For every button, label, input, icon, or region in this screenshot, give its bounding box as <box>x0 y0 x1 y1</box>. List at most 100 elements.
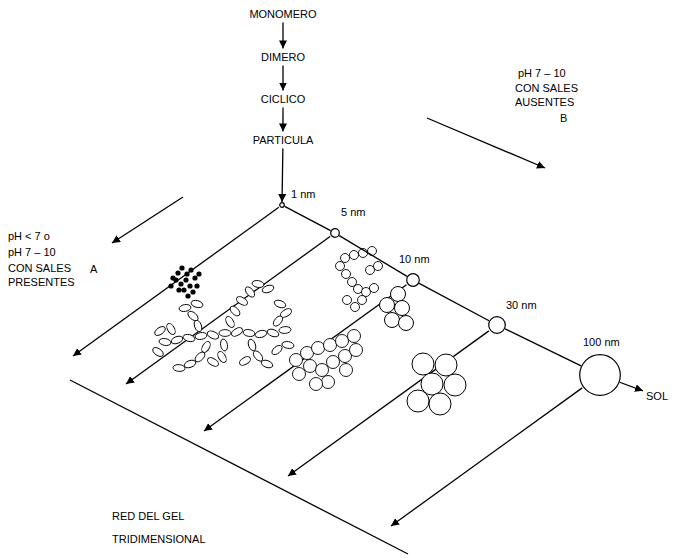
oval-cluster <box>279 326 292 334</box>
condition-label: pH < 7 o <box>8 229 50 243</box>
stage-text: SOL <box>646 390 668 403</box>
path-letter: B <box>560 111 567 125</box>
oval-cluster <box>247 338 257 352</box>
oval-cluster <box>193 319 203 333</box>
circle-outline <box>488 316 506 334</box>
condition-label: CON SALES PRESENTES <box>8 261 84 289</box>
oval-cluster <box>273 299 287 309</box>
path-arrow <box>427 118 545 168</box>
stage-label: DIMERO <box>258 49 308 66</box>
flow-arrow <box>281 149 283 203</box>
particle-cluster <box>322 376 335 389</box>
path-arrow <box>112 118 545 243</box>
dot-cluster <box>181 287 186 292</box>
particle-circle: 5 nm <box>330 228 340 238</box>
gelation-arrow <box>73 207 582 526</box>
dot-cluster <box>184 271 189 276</box>
particle-circle: 1 nm <box>279 202 285 208</box>
oval-cluster <box>235 295 249 307</box>
dot-cluster <box>178 281 183 286</box>
oval-cluster <box>159 338 172 347</box>
particle-cluster <box>380 298 395 313</box>
particle-cluster <box>351 303 360 312</box>
oval-cluster <box>170 335 184 345</box>
circle-outline <box>489 317 506 334</box>
particle-cluster <box>341 254 350 263</box>
flow-arrow <box>620 382 643 391</box>
growth-line <box>339 236 407 277</box>
particle-cluster <box>385 313 400 328</box>
oval-cluster <box>260 359 274 369</box>
particle-cluster <box>293 368 306 381</box>
particle-cluster <box>350 251 359 260</box>
particle-cluster <box>358 296 367 305</box>
particle-cluster <box>391 287 406 302</box>
particle-cluster <box>336 262 345 271</box>
oval-cluster <box>243 329 256 338</box>
particle-cluster <box>327 356 340 369</box>
oval-cluster <box>219 330 231 337</box>
stage-text: MONOMERO <box>249 8 316 21</box>
oval-cluster <box>282 341 295 350</box>
dot-cluster <box>185 293 190 298</box>
size-label: 5 nm <box>341 206 365 219</box>
particle-circle: 30 nm <box>488 316 506 334</box>
particle-cluster <box>336 247 383 312</box>
dot-cluster <box>188 267 193 272</box>
stage-label: SOL <box>643 388 671 405</box>
gelation-arrow <box>204 285 407 431</box>
gel-baseline <box>70 380 408 554</box>
particle-cluster <box>429 393 451 415</box>
condition-label: pH 7 – 10 <box>518 66 566 80</box>
condition-label: pH 7 – 10 <box>8 245 56 259</box>
particle-cluster <box>340 364 353 377</box>
particle-cluster <box>395 301 410 316</box>
stage-text: DIMERO <box>261 51 305 64</box>
dot-cluster <box>183 277 188 282</box>
stage-text: PARTICULA <box>253 134 314 147</box>
dot-cluster <box>179 265 184 270</box>
oval-cluster <box>182 333 195 343</box>
circle-outline <box>407 274 420 287</box>
particle-cluster <box>407 390 429 412</box>
dot-cluster <box>175 270 180 275</box>
path-letter: A <box>90 262 97 276</box>
particle-cluster <box>336 335 349 348</box>
particle-cluster <box>399 316 414 331</box>
particle-cluster <box>290 330 363 391</box>
particle-circle: 10 nm <box>406 273 420 287</box>
gelation-arrow <box>391 388 582 526</box>
particle-cluster <box>407 353 466 415</box>
circle-outline <box>280 203 285 208</box>
circle-outline <box>406 273 420 287</box>
particle-cluster <box>370 284 379 293</box>
oval-cluster <box>252 280 265 289</box>
flow-arrow <box>282 108 283 132</box>
particle-cluster <box>324 339 337 352</box>
oval-cluster <box>220 339 229 352</box>
size-label: 1 nm <box>291 188 315 201</box>
oval-cluster <box>224 315 236 329</box>
dot-cluster <box>176 287 181 292</box>
stage-label: CICLICO <box>258 91 309 108</box>
oval-cluster <box>165 322 177 336</box>
gelation-arrow <box>126 237 330 385</box>
path-arrow <box>112 197 183 243</box>
oval-cluster <box>279 307 293 319</box>
particle-cluster <box>310 378 323 391</box>
circle-outline <box>331 229 340 238</box>
oval-cluster <box>153 325 167 337</box>
oval-cluster <box>173 364 186 372</box>
circle-outline <box>330 228 340 238</box>
particle-circle: 100 nm <box>579 354 621 396</box>
size-label: 100 nm <box>583 336 620 349</box>
gelation-arrow <box>73 207 279 356</box>
oval-cluster <box>151 346 165 358</box>
particle-cluster <box>350 344 363 357</box>
particle-cluster <box>380 287 414 331</box>
oval-cluster <box>238 355 252 367</box>
particle-cluster <box>444 374 466 396</box>
growth-line <box>419 283 489 320</box>
dot-cluster <box>170 275 175 280</box>
circle-outline <box>279 202 285 208</box>
